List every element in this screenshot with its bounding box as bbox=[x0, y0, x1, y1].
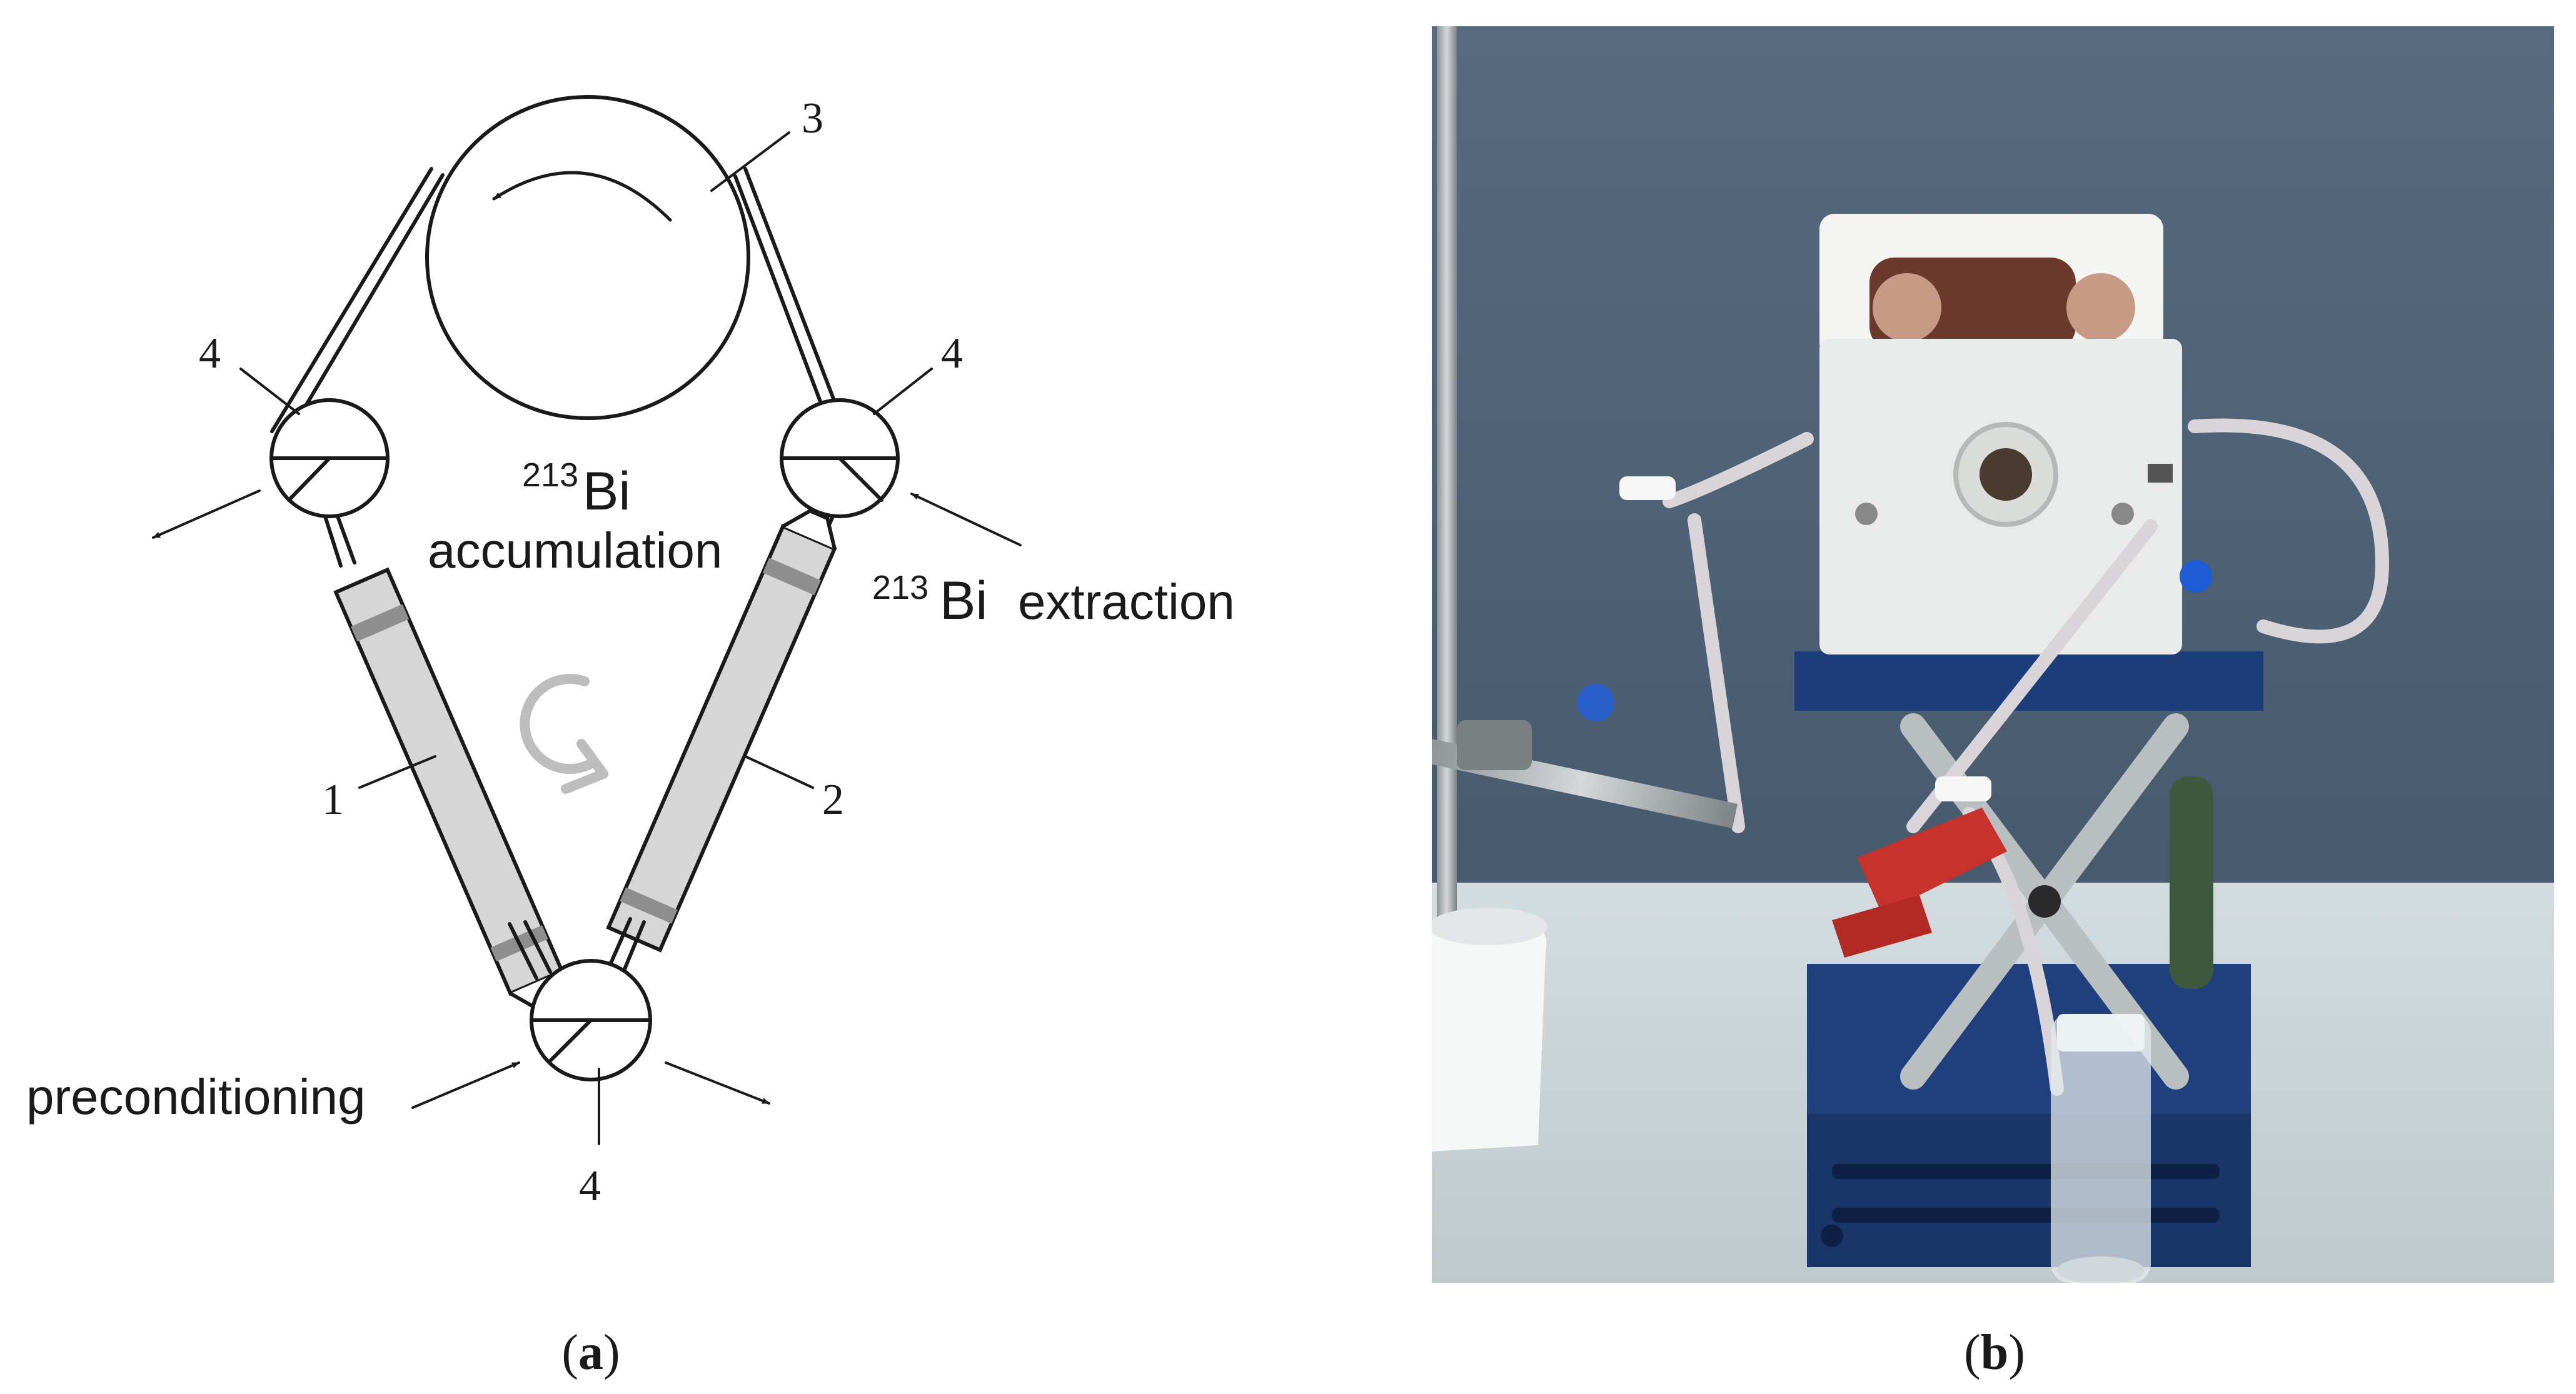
caption-b: (b) bbox=[1964, 1325, 2025, 1380]
callout-3: 3 bbox=[802, 94, 823, 143]
arrow-out-left bbox=[152, 489, 261, 539]
callout-1: 1 bbox=[322, 776, 344, 824]
label-accumulation: accumulation bbox=[428, 523, 722, 578]
tubing-right-upper bbox=[733, 167, 848, 438]
beaker bbox=[1432, 920, 1547, 1151]
valve-left bbox=[269, 398, 390, 518]
circulation-arrowhead bbox=[561, 739, 608, 794]
leader-4-right bbox=[873, 368, 933, 415]
scheme-panel-a bbox=[152, 95, 1022, 1145]
caption-a: (a) bbox=[561, 1325, 620, 1380]
leader-2 bbox=[744, 755, 814, 789]
valve-right bbox=[780, 398, 900, 518]
glass-vial bbox=[2051, 1014, 2151, 1283]
tubing-right-lower bbox=[606, 917, 646, 977]
callout-2: 2 bbox=[822, 776, 844, 824]
rotation-arrow bbox=[492, 171, 672, 222]
tubing-left-lower bbox=[508, 920, 552, 980]
label-isotope-base-left: Bi bbox=[583, 461, 630, 521]
scheme-labels: 3 4 4 1 2 4 213 Bi accumulation 213 Bi e… bbox=[26, 94, 1235, 1210]
label-isotope-superscript-left: 213 bbox=[522, 456, 578, 494]
photo-panel-b bbox=[1432, 26, 2554, 1283]
leader-3 bbox=[710, 131, 790, 192]
leader-1 bbox=[358, 755, 436, 789]
circulation-arrow bbox=[520, 674, 598, 774]
callout-4-right: 4 bbox=[941, 329, 963, 378]
tubing-left-upper bbox=[270, 167, 445, 438]
leader-4-left bbox=[239, 368, 300, 415]
label-extraction: extraction bbox=[1018, 574, 1235, 629]
callout-4-bottom: 4 bbox=[579, 1162, 601, 1210]
arrow-in-bottom bbox=[411, 1061, 520, 1109]
label-preconditioning: preconditioning bbox=[26, 1069, 366, 1125]
callout-4-left: 4 bbox=[199, 329, 221, 378]
arrow-out-bottom bbox=[665, 1061, 770, 1105]
valve-bottom bbox=[530, 959, 652, 1081]
column-1 bbox=[333, 567, 565, 1011]
label-isotope-superscript-right: 213 bbox=[872, 569, 928, 606]
pump-rotor-circle bbox=[425, 95, 750, 420]
red-clamp bbox=[1857, 808, 2007, 914]
label-isotope-base-right: Bi bbox=[940, 571, 987, 631]
stand-rod bbox=[1437, 26, 1457, 926]
arrow-in-right bbox=[910, 493, 1022, 546]
column-2 bbox=[606, 508, 837, 953]
tubing-left-mid bbox=[323, 514, 356, 568]
